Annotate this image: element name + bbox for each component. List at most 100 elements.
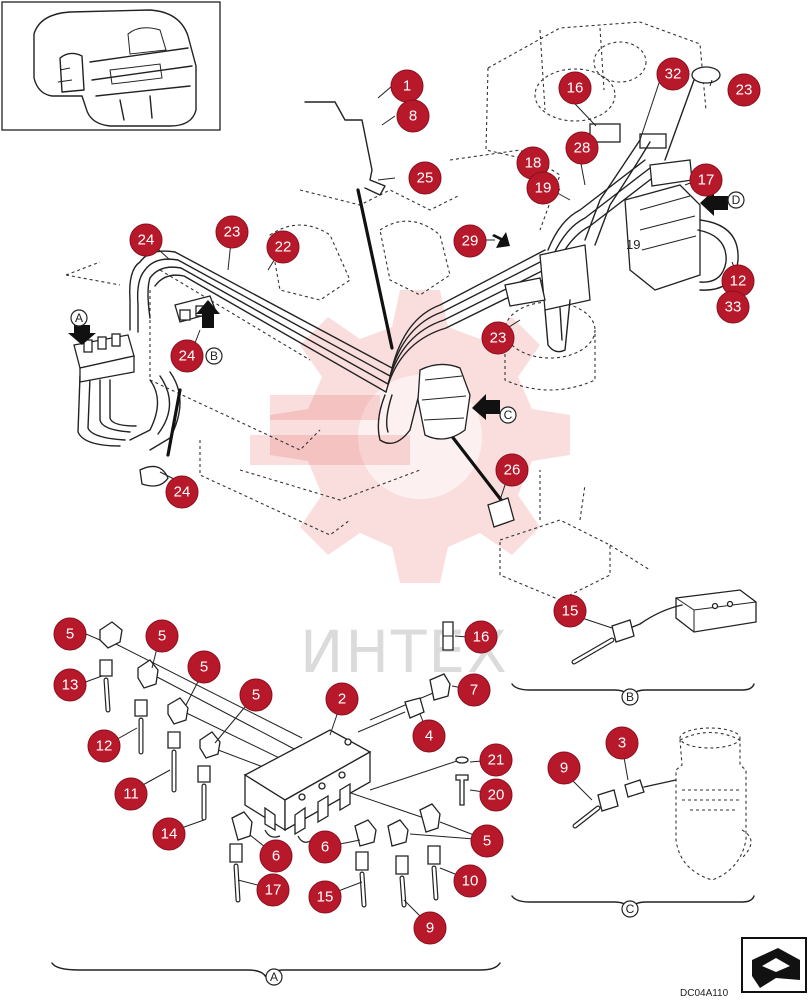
svg-text:A: A (270, 970, 278, 984)
pipe-bundle (77, 101, 656, 507)
view-letter-c-detail: C (621, 900, 639, 918)
svg-text:B: B (210, 349, 218, 363)
callout-19: 19 (526, 171, 560, 205)
callout-7: 7 (457, 673, 491, 707)
callout-17-low: 17 (256, 873, 290, 907)
callout-5-b: 5 (145, 619, 179, 653)
svg-text:C: C (504, 408, 513, 422)
svg-text:12: 12 (96, 738, 113, 755)
svg-text:23: 23 (736, 82, 753, 99)
callout-24-left: 24 (129, 223, 163, 257)
svg-text:1: 1 (403, 78, 411, 95)
callout-10: 10 (453, 864, 487, 898)
svg-text:5: 5 (200, 659, 208, 676)
svg-text:16: 16 (567, 80, 584, 97)
svg-text:A: A (75, 311, 83, 325)
svg-text:9: 9 (426, 920, 434, 937)
callout-6-a: 6 (259, 839, 293, 873)
callout-24-mid: 24 (170, 339, 204, 373)
view-arrow-a-icon (68, 325, 96, 345)
svg-text:14: 14 (161, 826, 178, 843)
svg-text:5: 5 (483, 833, 491, 850)
callout-1: 1 (390, 69, 424, 103)
drawing-code: DC04A110 (680, 988, 729, 999)
svg-text:24: 24 (179, 348, 196, 365)
callout-24-bottom: 24 (165, 475, 199, 509)
callout-15-low: 15 (308, 880, 342, 914)
callout-18: 18 (516, 146, 550, 180)
svg-text:17: 17 (698, 172, 715, 189)
callout-5-c: 5 (187, 650, 221, 684)
svg-text:5: 5 (158, 628, 166, 645)
view-arrow-c-icon (472, 394, 500, 420)
svg-text:13: 13 (62, 677, 79, 694)
callout-23-left: 23 (215, 215, 249, 249)
view-letter-d-top: D (727, 191, 745, 209)
view-arrows (68, 190, 728, 420)
navigation-icon[interactable] (741, 937, 807, 993)
callout-5-e: 5 (470, 824, 504, 858)
view-letter-c-top: C (499, 406, 517, 424)
svg-text:6: 6 (272, 848, 280, 865)
svg-text:28: 28 (574, 140, 591, 157)
callout-25: 25 (408, 161, 442, 195)
callout-3: 3 (605, 726, 639, 760)
view-letter-b-detail: B (621, 688, 639, 706)
svg-text:5: 5 (66, 626, 74, 643)
svg-text:17: 17 (265, 882, 282, 899)
plain-label-19: 19 (626, 237, 640, 252)
svg-text:C: C (626, 902, 635, 916)
svg-text:32: 32 (665, 66, 682, 83)
svg-text:33: 33 (725, 299, 742, 316)
svg-text:10: 10 (462, 873, 479, 890)
svg-text:2: 2 (338, 691, 346, 708)
callout-6-b: 6 (308, 830, 342, 864)
callout-5-d: 5 (239, 678, 273, 712)
svg-text:15: 15 (562, 603, 579, 620)
svg-text:21: 21 (488, 752, 505, 769)
callout-16-top: 16 (558, 71, 592, 105)
svg-text:6: 6 (321, 839, 329, 856)
svg-text:B: B (626, 690, 634, 704)
callout-29: 29 (453, 224, 487, 258)
callout-22: 22 (266, 230, 300, 264)
svg-text:22: 22 (275, 239, 292, 256)
svg-text:24: 24 (174, 484, 191, 501)
callout-13: 13 (53, 668, 87, 702)
svg-text:19: 19 (535, 180, 552, 197)
view-letter-a-top: A (70, 309, 88, 327)
callout-12-low: 12 (87, 729, 121, 763)
svg-text:7: 7 (470, 682, 478, 699)
arrow-29-icon (492, 232, 510, 248)
detail-view-c (511, 727, 755, 910)
callout-21: 21 (479, 743, 513, 777)
svg-text:5: 5 (252, 687, 260, 704)
svg-text:16: 16 (473, 629, 490, 646)
svg-text:12: 12 (730, 273, 747, 290)
svg-text:23: 23 (490, 330, 507, 347)
callout-12-top: 12 (721, 264, 755, 298)
svg-text:3: 3 (618, 735, 626, 752)
exploded-view-a (51, 621, 501, 978)
svg-text:4: 4 (425, 728, 433, 745)
callout-5-a: 5 (53, 617, 87, 651)
svg-text:29: 29 (462, 233, 479, 250)
callout-11: 11 (114, 777, 148, 811)
svg-text:9: 9 (560, 760, 568, 777)
svg-text:24: 24 (138, 232, 155, 249)
svg-text:18: 18 (525, 155, 542, 172)
callout-8: 8 (396, 99, 430, 133)
view-letter-b-top: B (205, 347, 223, 365)
view-letter-a-detail: A (265, 968, 283, 986)
svg-text:11: 11 (123, 786, 139, 803)
view-arrow-b-icon (196, 300, 220, 328)
svg-text:D: D (732, 193, 741, 207)
callout-28: 28 (565, 131, 599, 165)
svg-text:23: 23 (224, 224, 241, 241)
callout-23-mid: 23 (481, 321, 515, 355)
callout-32: 32 (656, 57, 690, 91)
svg-text:20: 20 (488, 787, 505, 804)
machine-overview-inset (1, 1, 221, 131)
svg-text:26: 26 (504, 462, 521, 479)
